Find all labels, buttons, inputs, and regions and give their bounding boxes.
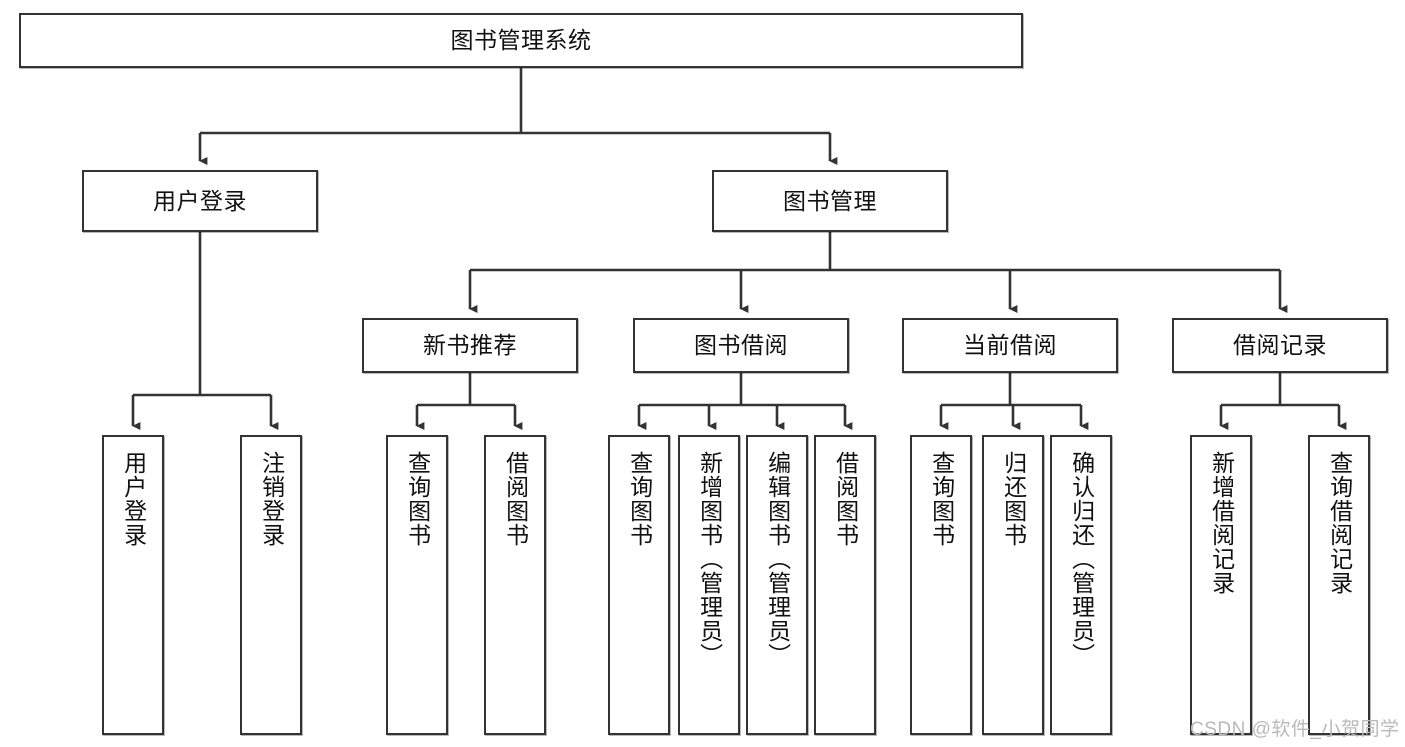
node-label: 借阅图书	[502, 451, 529, 547]
node-leaf-query-book-1[interactable]: 查询图书	[386, 435, 448, 735]
node-label: 新增图书（管理员）	[696, 451, 723, 667]
node-leaf-add-record[interactable]: 新增借阅记录	[1190, 435, 1252, 735]
node-label: 新书推荐	[423, 332, 517, 359]
node-leaf-query-record[interactable]: 查询借阅记录	[1308, 435, 1370, 735]
node-label: 当前借阅	[963, 332, 1057, 359]
node-label: 新增借阅记录	[1208, 451, 1235, 595]
node-label: 图书借阅	[694, 332, 788, 359]
node-leaf-user-login[interactable]: 用户登录	[102, 435, 164, 735]
node-label: 图书管理	[783, 187, 877, 214]
node-label: 用户登录	[120, 451, 147, 547]
node-label: 编辑图书（管理员）	[764, 451, 791, 667]
node-label: 查询借阅记录	[1326, 451, 1353, 595]
node-leaf-confirm-ret[interactable]: 确认归还（管理员）	[1050, 435, 1112, 735]
node-leaf-add-book[interactable]: 新增图书（管理员）	[678, 435, 740, 735]
node-label: 确认归还（管理员）	[1068, 451, 1095, 667]
node-leaf-borrow-book-1[interactable]: 借阅图书	[484, 435, 546, 735]
node-label: 图书管理系统	[450, 27, 592, 54]
node-leaf-edit-book[interactable]: 编辑图书（管理员）	[746, 435, 808, 735]
node-current-borrow[interactable]: 当前借阅	[902, 318, 1118, 373]
node-leaf-query-book-2[interactable]: 查询图书	[608, 435, 670, 735]
node-label: 注销登录	[258, 451, 285, 547]
node-book-manage[interactable]: 图书管理	[712, 170, 948, 232]
node-user-login[interactable]: 用户登录	[82, 170, 318, 232]
node-label: 查询图书	[626, 451, 653, 547]
node-leaf-return-book[interactable]: 归还图书	[982, 435, 1044, 735]
node-root[interactable]: 图书管理系统	[19, 13, 1023, 68]
node-label: 查询图书	[404, 451, 431, 547]
node-new-book-rec[interactable]: 新书推荐	[362, 318, 578, 373]
node-leaf-user-logout[interactable]: 注销登录	[240, 435, 302, 735]
node-label: 归还图书	[1000, 451, 1027, 547]
node-label: 用户登录	[153, 187, 247, 214]
node-label: 查询图书	[928, 451, 955, 547]
node-label: 借阅图书	[832, 451, 859, 547]
node-borrow-record[interactable]: 借阅记录	[1172, 318, 1388, 373]
watermark-label: CSDN @软件_小贺同学	[1190, 719, 1400, 740]
node-label: 借阅记录	[1233, 332, 1327, 359]
node-book-borrow[interactable]: 图书借阅	[633, 318, 849, 373]
node-leaf-query-book-3[interactable]: 查询图书	[910, 435, 972, 735]
node-leaf-borrow-book-2[interactable]: 借阅图书	[814, 435, 876, 735]
